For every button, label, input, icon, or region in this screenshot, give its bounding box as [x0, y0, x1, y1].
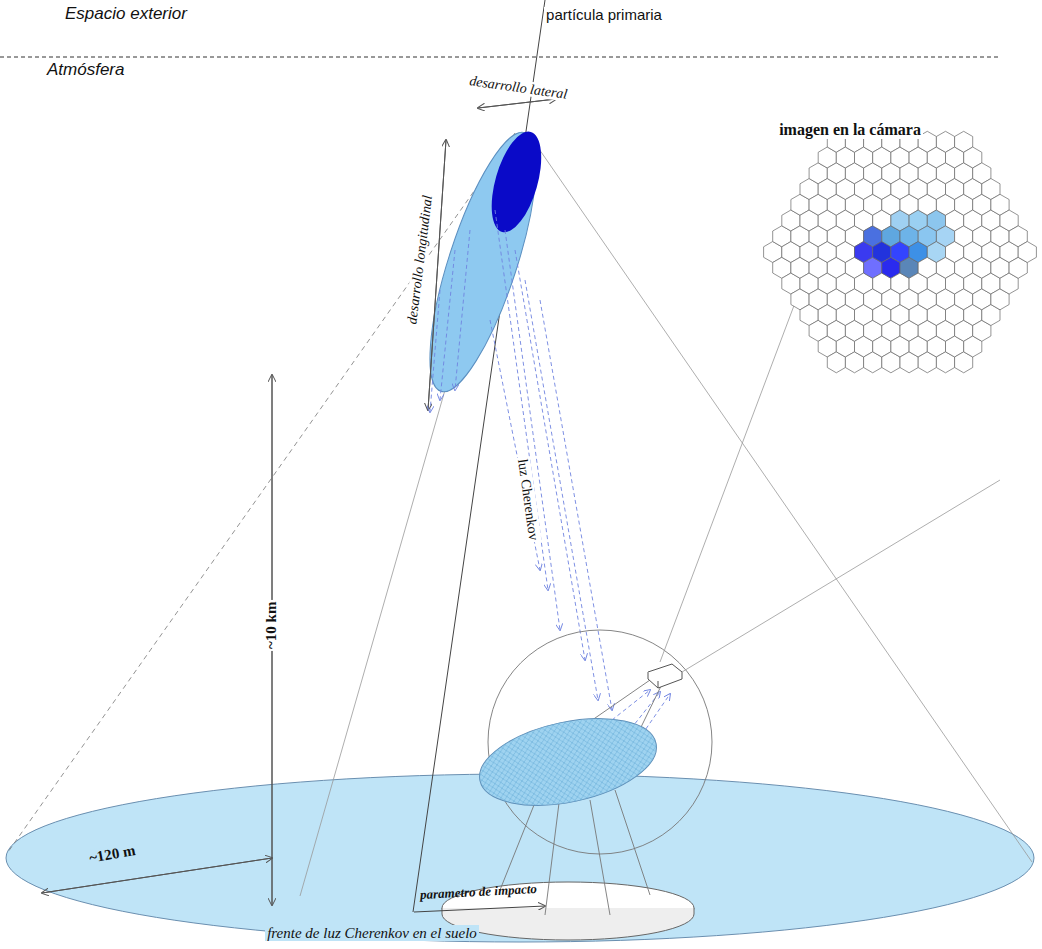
impact-arrow [414, 906, 545, 912]
atmosphere-boundary [0, 57, 1000, 58]
shower-core [482, 126, 551, 238]
camera-pixel [1018, 242, 1036, 263]
dimension-label: desarrollo longitudinal [404, 193, 436, 328]
telescope-mirror [472, 704, 665, 820]
height-label: ~10 km [264, 599, 281, 650]
camera-leader [682, 480, 1000, 672]
camera-title: imagen en la cámara [777, 121, 923, 139]
radius-arrow [42, 858, 272, 893]
region-label: Atmósfera [45, 61, 126, 80]
cone-edge [300, 390, 445, 896]
lateral-arrow [478, 99, 556, 108]
radius-arrow [42, 858, 272, 893]
camera-pixel-grid [764, 131, 1037, 372]
dimension-label: desarrollo lateral [466, 73, 570, 103]
camera-box [648, 672, 682, 688]
region-label: Espacio exterior [63, 5, 189, 24]
cherenkov-rays [430, 210, 670, 760]
lateral-arrow [478, 99, 556, 108]
telescope-base-rim [442, 908, 694, 940]
ground-label: frente de luz Cherenkov en el suelo [265, 925, 479, 942]
particle-label: partícula primaria [544, 7, 664, 24]
cone-edge [8, 133, 515, 852]
